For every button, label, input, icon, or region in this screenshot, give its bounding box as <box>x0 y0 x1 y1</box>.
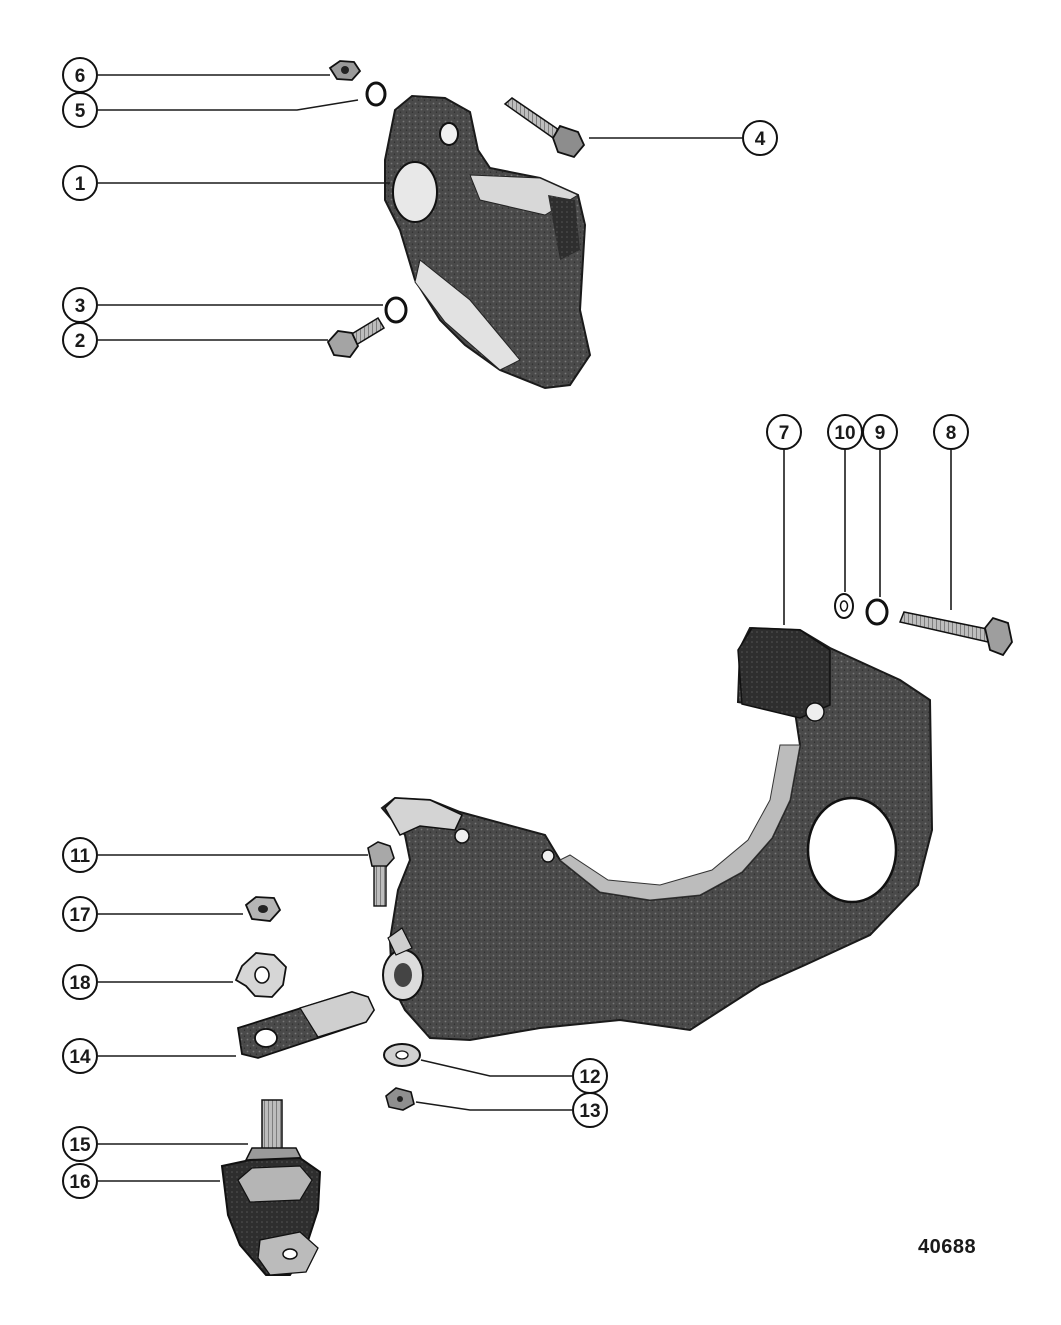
callout-18: 18 <box>62 964 98 1000</box>
callout-label: 11 <box>70 846 91 867</box>
callout-label: 15 <box>69 1135 91 1156</box>
callout-4: 4 <box>742 120 778 156</box>
link-plate-14 <box>236 991 376 1059</box>
upper-mount-bracket <box>384 94 592 390</box>
callout-label: 18 <box>69 973 90 994</box>
bolt-8 <box>898 611 1013 657</box>
lock-washer-5 <box>365 81 387 107</box>
callout-2: 2 <box>62 322 98 358</box>
flat-washer-10 <box>834 593 854 619</box>
rubber-mount-16 <box>220 1099 322 1276</box>
nut-13 <box>385 1087 415 1111</box>
callout-label: 17 <box>69 905 90 926</box>
callout-label: 7 <box>779 423 790 444</box>
callout-11: 11 <box>62 837 98 873</box>
callout-17: 17 <box>62 896 98 932</box>
lower-swivel-bracket <box>380 626 934 1042</box>
callout-13: 13 <box>572 1092 608 1128</box>
tab-washer-18 <box>234 952 287 998</box>
callout-3: 3 <box>62 287 98 323</box>
callout-label: 13 <box>579 1101 600 1122</box>
callout-15: 15 <box>62 1126 98 1162</box>
figure-number: 40688 <box>918 1236 977 1258</box>
leader-5 <box>98 99 359 111</box>
lock-washer-9 <box>865 598 889 626</box>
bolt-2 <box>326 316 386 358</box>
callout-10: 10 <box>827 414 863 450</box>
callout-label: 9 <box>875 423 886 444</box>
callout-label: 5 <box>75 101 86 122</box>
leader-13 <box>415 1101 572 1111</box>
callout-9: 9 <box>862 414 898 450</box>
callout-5: 5 <box>62 92 98 128</box>
callout-label: 6 <box>75 66 86 87</box>
leader-lines <box>98 74 952 1182</box>
callout-label: 4 <box>755 129 766 150</box>
callout-label: 12 <box>579 1067 600 1088</box>
callout-label: 16 <box>69 1172 90 1193</box>
callout-14: 14 <box>62 1038 98 1074</box>
callout-1: 1 <box>62 165 98 201</box>
callout-label: 10 <box>834 423 855 444</box>
callout-label: 8 <box>946 423 957 444</box>
lock-washer-3 <box>384 296 408 324</box>
callout-8: 8 <box>933 414 969 450</box>
callout-6: 6 <box>62 57 98 93</box>
callout-16: 16 <box>62 1163 98 1199</box>
callout-label: 1 <box>75 174 86 195</box>
callout-label: 2 <box>75 331 86 352</box>
callout-label: 3 <box>75 296 86 317</box>
bolt-4 <box>503 97 586 159</box>
leader-12 <box>420 1059 572 1077</box>
hex-nut-6 <box>328 60 362 81</box>
callout-7: 7 <box>766 414 802 450</box>
carriage-bolt-11 <box>367 841 395 907</box>
flat-washer-12 <box>383 1043 421 1067</box>
callout-12: 12 <box>572 1058 608 1094</box>
nut-17 <box>244 896 282 922</box>
callout-label: 14 <box>69 1047 91 1068</box>
